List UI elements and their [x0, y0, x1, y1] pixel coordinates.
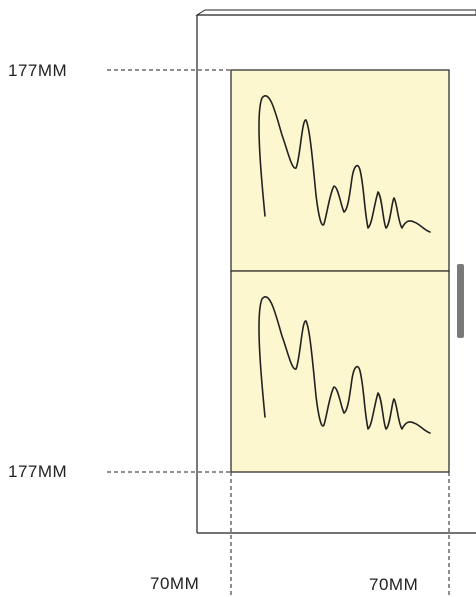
door-handle [457, 264, 464, 338]
lower-waveform [258, 296, 431, 434]
cabinet-top-edge [195, 9, 476, 16]
lower-panel [230, 270, 450, 473]
cabinet-frame [195, 9, 476, 534]
upper-panel [230, 69, 450, 272]
upper-waveform [258, 95, 431, 233]
bottom-height-label: 177MM [8, 462, 68, 481]
right-width-label: 70MM [369, 575, 419, 594]
left-width-label: 70MM [150, 574, 200, 593]
top-height-label: 177MM [8, 61, 68, 80]
